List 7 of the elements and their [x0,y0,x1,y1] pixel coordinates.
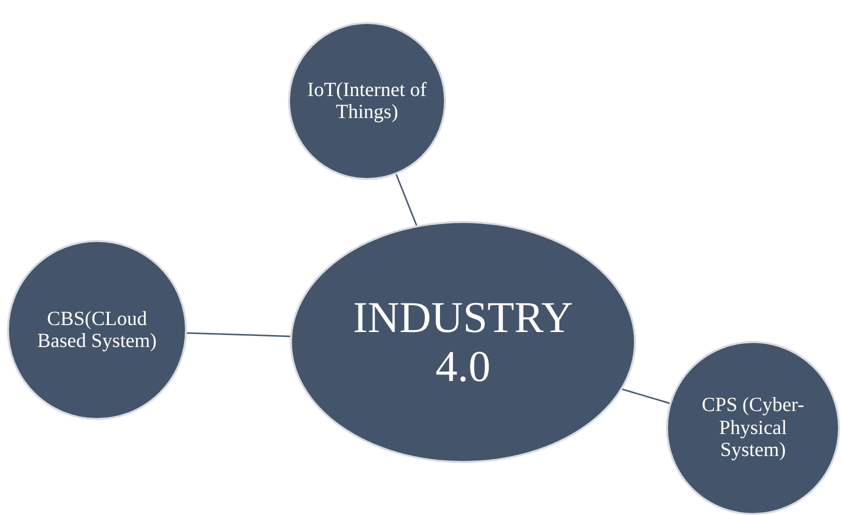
node-label: IoT(Internet of Things) [306,78,428,124]
node-label: INDUSTRY 4.0 [352,292,574,392]
connector-line [622,388,670,404]
node-label: CPS (Cyber-Physical System) [700,394,806,462]
node-label: CBS(CLoud Based System) [36,308,158,352]
connector-line [186,332,290,338]
connector-line [396,174,418,226]
